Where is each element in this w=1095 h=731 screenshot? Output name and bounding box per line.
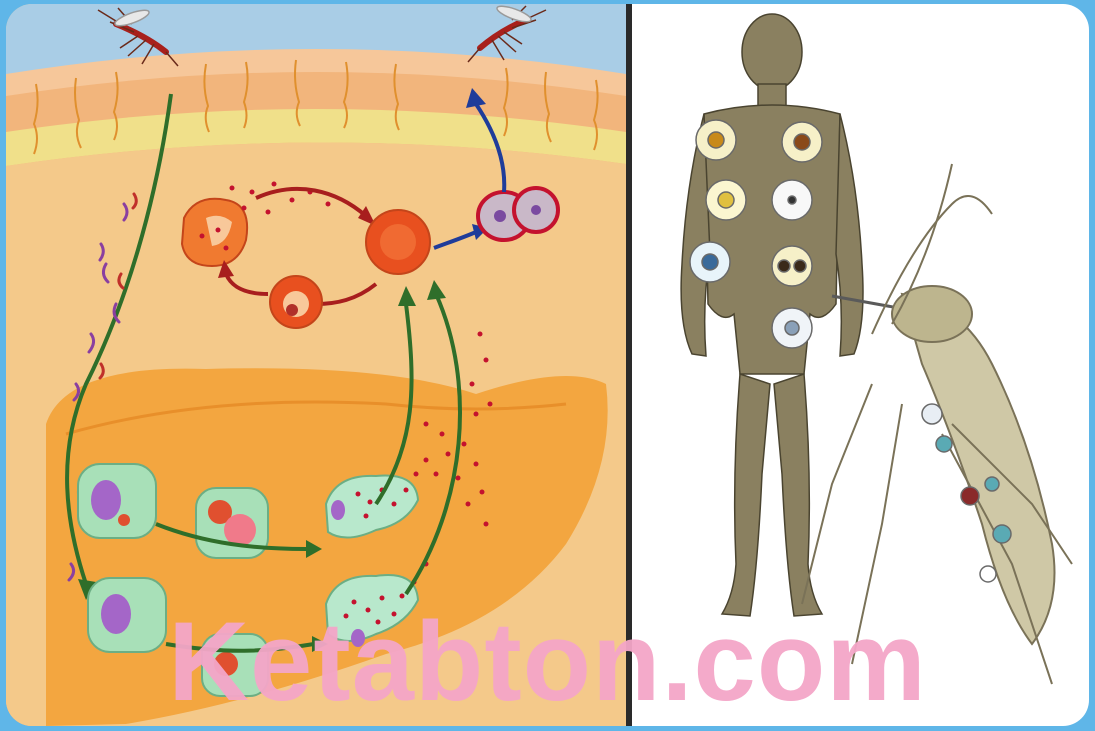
watermark-text: Ketabton.com [0,606,1095,718]
ruptured-red-cell [182,199,247,266]
human-body-illustration [681,14,863,616]
trophozoite-red-cell [270,276,322,328]
hepatocyte-1 [78,464,156,538]
